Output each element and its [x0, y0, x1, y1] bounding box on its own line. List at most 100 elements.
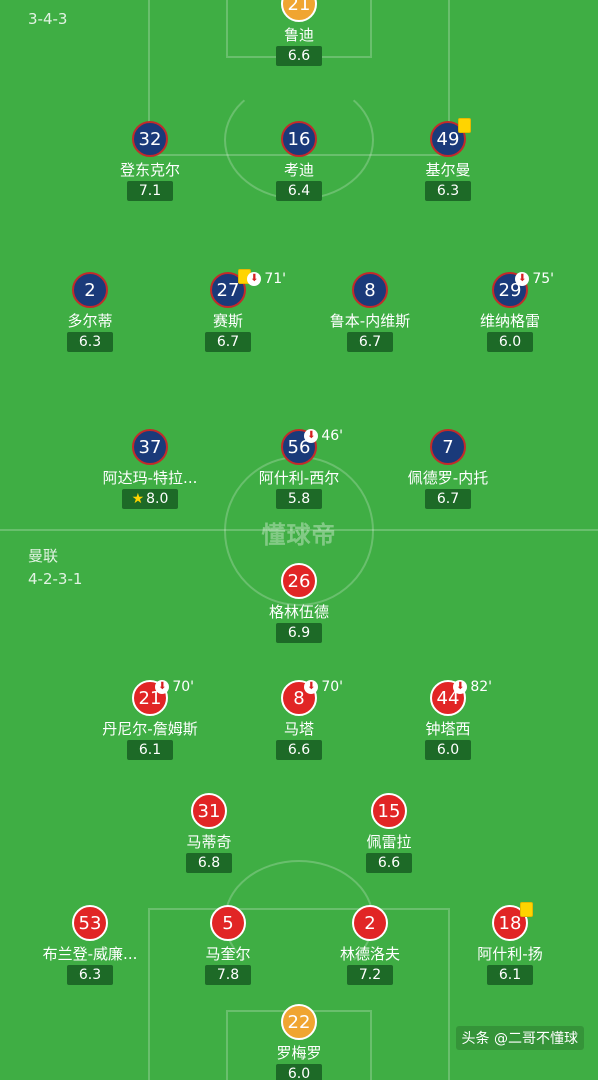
rating-value: 7.8 [216, 967, 240, 983]
sub-out-icon: ⬇ [304, 429, 319, 443]
player-rating: 7.8 [205, 965, 251, 985]
player-number: 5 [222, 912, 234, 934]
player-number-badge: 5 [210, 905, 246, 941]
player-number-badge: 8⬇70' [281, 679, 343, 716]
sub-minute: 46' [321, 428, 343, 444]
player-number-badge: 26 [281, 563, 317, 599]
player-name: 佩德罗-内托 [407, 469, 489, 487]
rating-value: 7.1 [138, 183, 162, 199]
player-name: 阿什利-西尔 [258, 469, 340, 487]
player-name: 赛斯 [212, 312, 243, 330]
player-name: 维纳格雷 [479, 312, 540, 330]
player-name: 马蒂奇 [186, 833, 232, 851]
player-name: 丹尼尔-詹姆斯 [102, 720, 198, 738]
sub-out-icon: ⬇ [304, 680, 319, 694]
player-rating: 6.9 [276, 623, 322, 643]
player-number-badge: 56⬇46' [281, 428, 343, 465]
player-number: 27 [216, 279, 240, 301]
player-rating: ★8.0 [121, 489, 179, 509]
player-number-badge: 21 [281, 0, 317, 22]
player-home[interactable]: 29⬇75' 维纳格雷 6.0 [430, 271, 590, 352]
substitution-badge: ⬇75' [515, 271, 554, 287]
player-number-badge: 15 [371, 793, 407, 829]
player-rating: 6.7 [205, 332, 251, 352]
sub-out-icon: ⬇ [515, 272, 530, 286]
substitution-badge: ⬇70' [304, 679, 343, 695]
rating-value: 6.9 [287, 625, 311, 641]
substitution-badge: ⬇46' [304, 428, 343, 444]
player-name: 佩雷拉 [366, 833, 412, 851]
player-name: 登东克尔 [119, 161, 180, 179]
player-number: 56 [287, 436, 311, 458]
rating-value: 6.3 [436, 183, 460, 199]
player-rating: 6.6 [276, 740, 322, 760]
player-number: 21 [138, 687, 162, 709]
player-number-badge: 49 [430, 118, 471, 157]
player-away[interactable]: 15 佩雷拉 6.6 [309, 793, 469, 873]
player-home[interactable]: 49 基尔曼 6.3 [368, 118, 528, 201]
player-rating: 6.1 [127, 740, 173, 760]
player-rating: 6.0 [487, 332, 533, 352]
player-number: 15 [377, 800, 401, 822]
player-number: 31 [197, 800, 221, 822]
player-away[interactable]: 26 格林伍德 6.9 [219, 563, 379, 643]
player-rating: 6.3 [67, 965, 113, 985]
player-away[interactable]: 8⬇70' 马塔 6.6 [219, 679, 379, 760]
sub-minute: 75' [532, 271, 554, 287]
player-number-badge: 7 [430, 429, 466, 465]
player-number-badge: 18 [492, 902, 533, 941]
player-name: 马塔 [283, 720, 314, 738]
player-name: 基尔曼 [425, 161, 471, 179]
player-rating: 6.8 [186, 853, 232, 873]
player-rating: 6.0 [425, 740, 471, 760]
player-home[interactable]: 21 鲁迪 6.6 [219, 0, 379, 66]
rating-value: 6.0 [436, 742, 460, 758]
player-away[interactable]: 21⬇70' 丹尼尔-詹姆斯 6.1 [70, 679, 230, 760]
substitution-badge: ⬇82' [453, 679, 492, 695]
player-number: 29 [498, 279, 522, 301]
player-number: 21 [287, 0, 311, 15]
player-number-badge: 27⬇71' [210, 269, 286, 308]
player-rating: 7.2 [347, 965, 393, 985]
player-rating: 6.6 [366, 853, 412, 873]
substitution-badge: ⬇70' [155, 679, 194, 695]
away-formation: 4-2-3-1 [28, 570, 83, 588]
rating-value: 6.8 [197, 855, 221, 871]
player-name: 鲁迪 [283, 26, 314, 44]
rating-value: 6.7 [358, 334, 382, 350]
player-home[interactable]: 56⬇46' 阿什利-西尔 5.8 [219, 428, 379, 509]
sub-minute: 70' [172, 679, 194, 695]
watermark: 懂球帝 [261, 521, 337, 549]
player-name: 格林伍德 [268, 603, 329, 621]
player-number: 7 [442, 436, 454, 458]
rating-value: 6.6 [287, 742, 311, 758]
sub-minute: 71' [264, 271, 286, 287]
bottom-penalty-box [148, 908, 450, 1080]
player-rating: 6.0 [276, 1064, 322, 1080]
player-number: 26 [287, 570, 311, 592]
sub-out-icon: ⬇ [453, 680, 468, 694]
player-number: 18 [498, 912, 522, 934]
player-away[interactable]: 31 马蒂奇 6.8 [129, 793, 289, 873]
sub-out-icon: ⬇ [155, 680, 170, 694]
player-rating: 6.6 [276, 46, 322, 66]
player-number-badge: 16 [281, 121, 317, 157]
player-name: 阿什利-扬 [477, 945, 543, 963]
rating-value: 5.8 [287, 491, 311, 507]
player-name: 鲁本-内维斯 [329, 312, 411, 330]
player-home[interactable]: 27⬇71' 赛斯 6.7 [148, 269, 308, 352]
player-number-badge: 22 [281, 1004, 317, 1040]
